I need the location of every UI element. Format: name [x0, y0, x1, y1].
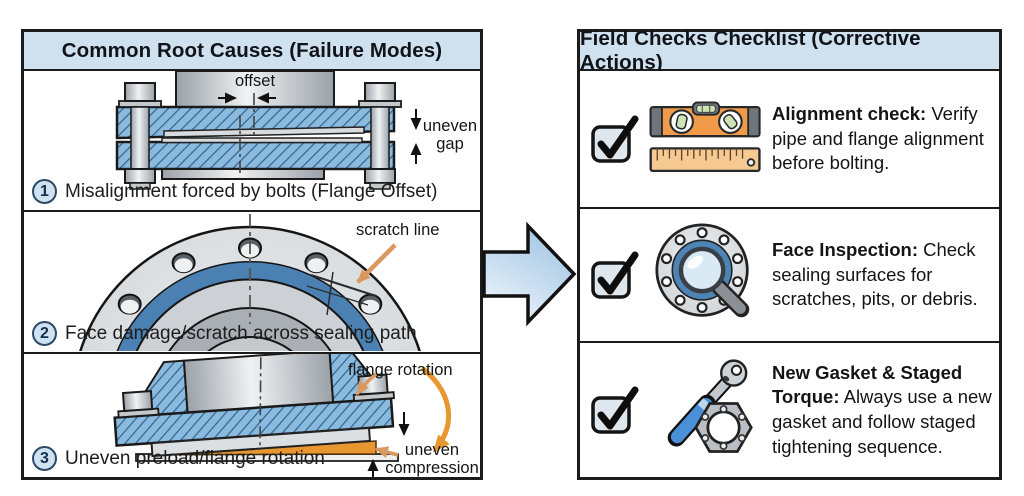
ratchet-gasket-icon [667, 359, 753, 453]
right-panel-title: Field Checks Checklist (Corrective Actio… [580, 27, 999, 74]
ruler-ticks [656, 148, 744, 161]
checkbox-checked-icon [591, 251, 639, 299]
check-row-alignment: Alignment check: Verify pipe and flange … [580, 71, 999, 209]
tilted-flange-diagram [113, 354, 451, 477]
failure-mode-row-misalignment: offset uneven gap 1 Misalignment forced … [24, 71, 480, 212]
caption-uneven-preload: 3 Uneven preload/flange rotation [32, 446, 325, 471]
uneven-gap-label: uneven gap [422, 117, 478, 154]
item-number-badge: 3 [32, 446, 57, 471]
gasket-holes [701, 405, 746, 450]
checkbox-checked-icon [591, 386, 639, 434]
flange-offset-diagram [115, 71, 422, 190]
flange-face-scratch-diagram [79, 214, 421, 351]
uneven-compression-label: uneven compression [385, 441, 479, 477]
left-panel-title: Common Root Causes (Failure Modes) [24, 32, 480, 71]
caption-face-damage: 2 Face damage/scratch across sealing pat… [32, 321, 417, 346]
failure-mode-row-uneven-preload: flange rotation uneven compression 3 Une… [24, 354, 480, 477]
checklist-panel: Field Checks Checklist (Corrective Actio… [577, 27, 1002, 480]
item-number-badge: 1 [32, 179, 57, 204]
check-item-lead: Alignment check: [772, 103, 927, 125]
flow-arrow-icon [482, 221, 577, 327]
root-causes-panel: Common Root Causes (Failure Modes) [21, 29, 483, 480]
scratch-line-label: scratch line [356, 221, 440, 239]
caption-misalignment: 1 Misalignment forced by bolts (Flange O… [32, 179, 437, 204]
infographic-root: Common Root Causes (Failure Modes) [0, 18, 1024, 496]
check-item-text: Alignment check: Verify pipe and flange … [772, 103, 984, 174]
item-number-badge: 2 [32, 321, 57, 346]
offset-label: offset [234, 72, 276, 90]
flange-magnifier-icon [655, 223, 750, 318]
check-row-new-gasket: New Gasket & Staged Torque: Always use a… [580, 343, 999, 477]
check-item-lead: New Gasket & Staged Torque: [772, 361, 963, 408]
checkbox-checked-icon [591, 115, 639, 163]
failure-mode-row-face-damage: scratch line 2 Face damage/scratch acros… [24, 212, 480, 354]
level-ruler-icon [649, 101, 761, 173]
flange-rotation-label: flange rotation [348, 361, 453, 379]
caption-text: Uneven preload/flange rotation [65, 447, 325, 469]
check-row-face-inspection: Face Inspection: Check sealing surfaces … [580, 209, 999, 343]
check-item-lead: Face Inspection: [772, 239, 918, 261]
check-item-text: New Gasket & Staged Torque: Always use a… [772, 361, 992, 457]
caption-text: Face damage/scratch across sealing path [65, 322, 417, 344]
check-item-text: Face Inspection: Check sealing surfaces … [772, 239, 978, 310]
caption-text: Misalignment forced by bolts (Flange Off… [65, 180, 438, 202]
